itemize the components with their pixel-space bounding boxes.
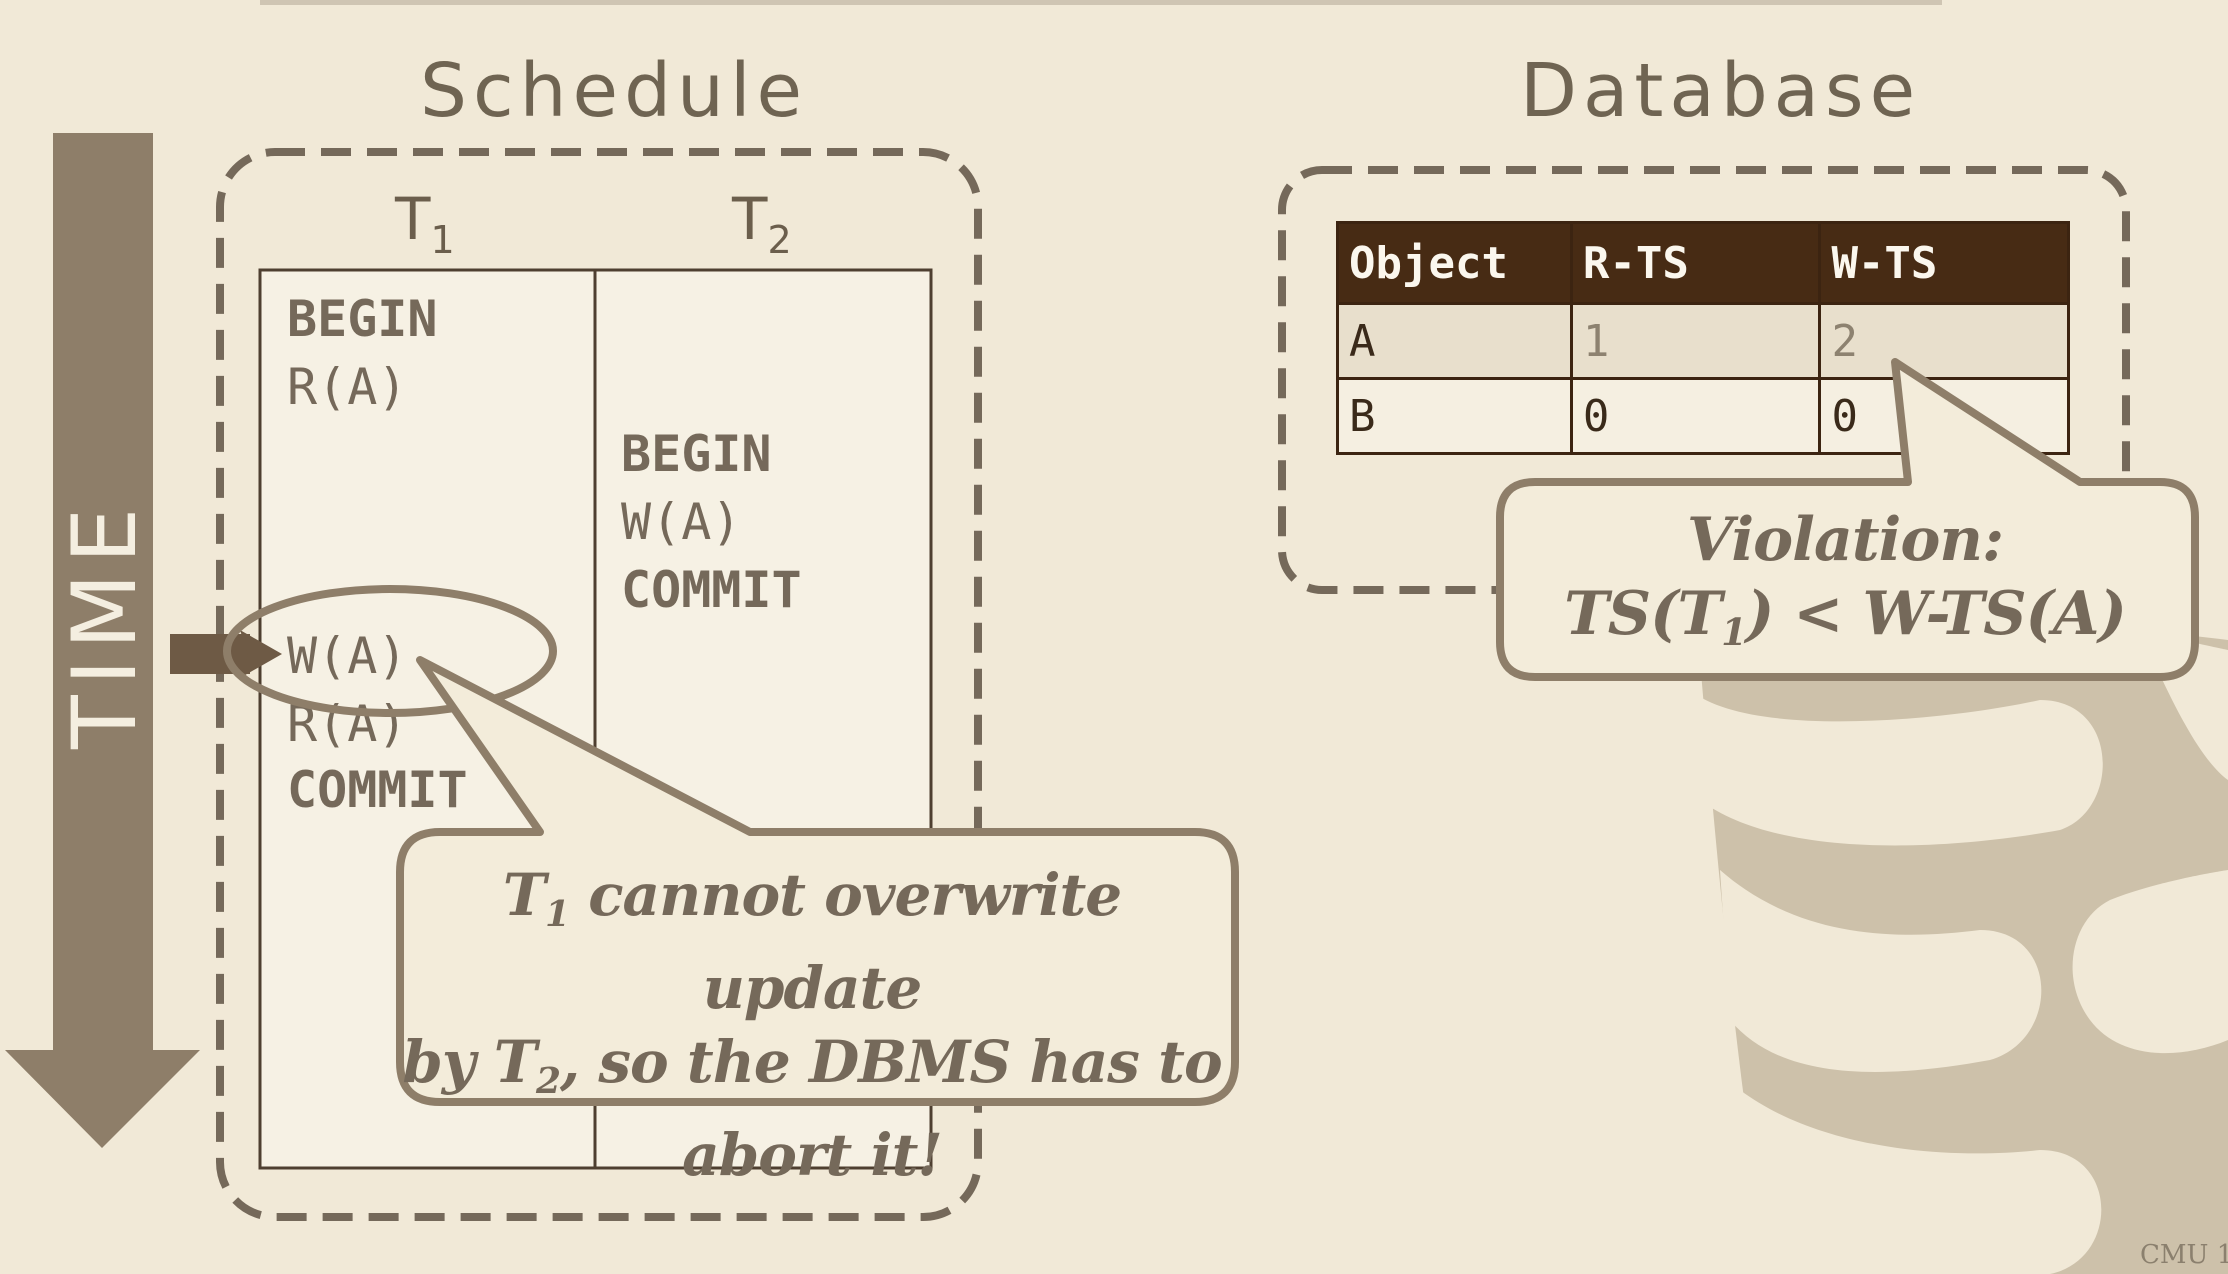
- table-header-row: Object R-TS W-TS: [1336, 221, 2070, 305]
- abort-callout-line-1: T1 cannot overwrite update: [502, 861, 1122, 1022]
- table-row: B 0 0: [1336, 377, 2070, 455]
- object-cell: B: [1336, 377, 1573, 455]
- table-row: A 1 2: [1336, 302, 2070, 380]
- column-w-ts: W-TS: [1818, 221, 2070, 305]
- t1-commit: COMMIT: [287, 761, 468, 819]
- t1-write-a: W(A): [287, 627, 408, 685]
- violation-callout-bubble: [1496, 358, 2199, 681]
- database-title: Database: [1520, 48, 1922, 134]
- column-r-ts: R-TS: [1569, 221, 1822, 305]
- top-divider: [260, 0, 1942, 5]
- abort-callout-line-3: abort it!: [682, 1120, 943, 1189]
- footer-text: CMU 1: [2140, 1240, 2228, 1270]
- w-ts-cell: 2: [1818, 302, 2070, 380]
- abort-callout-text: T1 cannot overwrite update by T2, so the…: [402, 858, 1222, 1192]
- violation-callout-line-1: Violation:: [1686, 505, 2004, 575]
- t1-begin: BEGIN: [287, 290, 438, 348]
- abort-callout-bubble: [396, 656, 1239, 1106]
- schedule-title: Schedule: [420, 48, 809, 134]
- t1-read-a: R(A): [287, 358, 408, 416]
- t2-begin: BEGIN: [621, 425, 772, 483]
- timestamp-table: Object R-TS W-TS A 1 2 B 0 0: [1336, 221, 2070, 455]
- schedule-container: [216, 148, 982, 1221]
- t2-write-a: W(A): [621, 493, 742, 551]
- t2-commit: COMMIT: [621, 561, 802, 619]
- violation-callout-line-2: TS(T1) < W-TS(A): [1564, 579, 2127, 655]
- object-cell: A: [1336, 302, 1573, 380]
- t2-header: T2: [732, 185, 792, 262]
- time-arrow: [5, 133, 200, 1148]
- r-ts-cell: 1: [1569, 302, 1822, 380]
- highlight-ellipse: [223, 585, 557, 717]
- column-object: Object: [1336, 221, 1573, 305]
- r-ts-cell: 0: [1569, 377, 1822, 455]
- abort-callout-line-2: by T2, so the DBMS has to: [402, 1027, 1222, 1102]
- t1-header: T1: [395, 185, 455, 262]
- violation-callout-text: Violation: TS(T1) < W-TS(A): [1500, 503, 2190, 669]
